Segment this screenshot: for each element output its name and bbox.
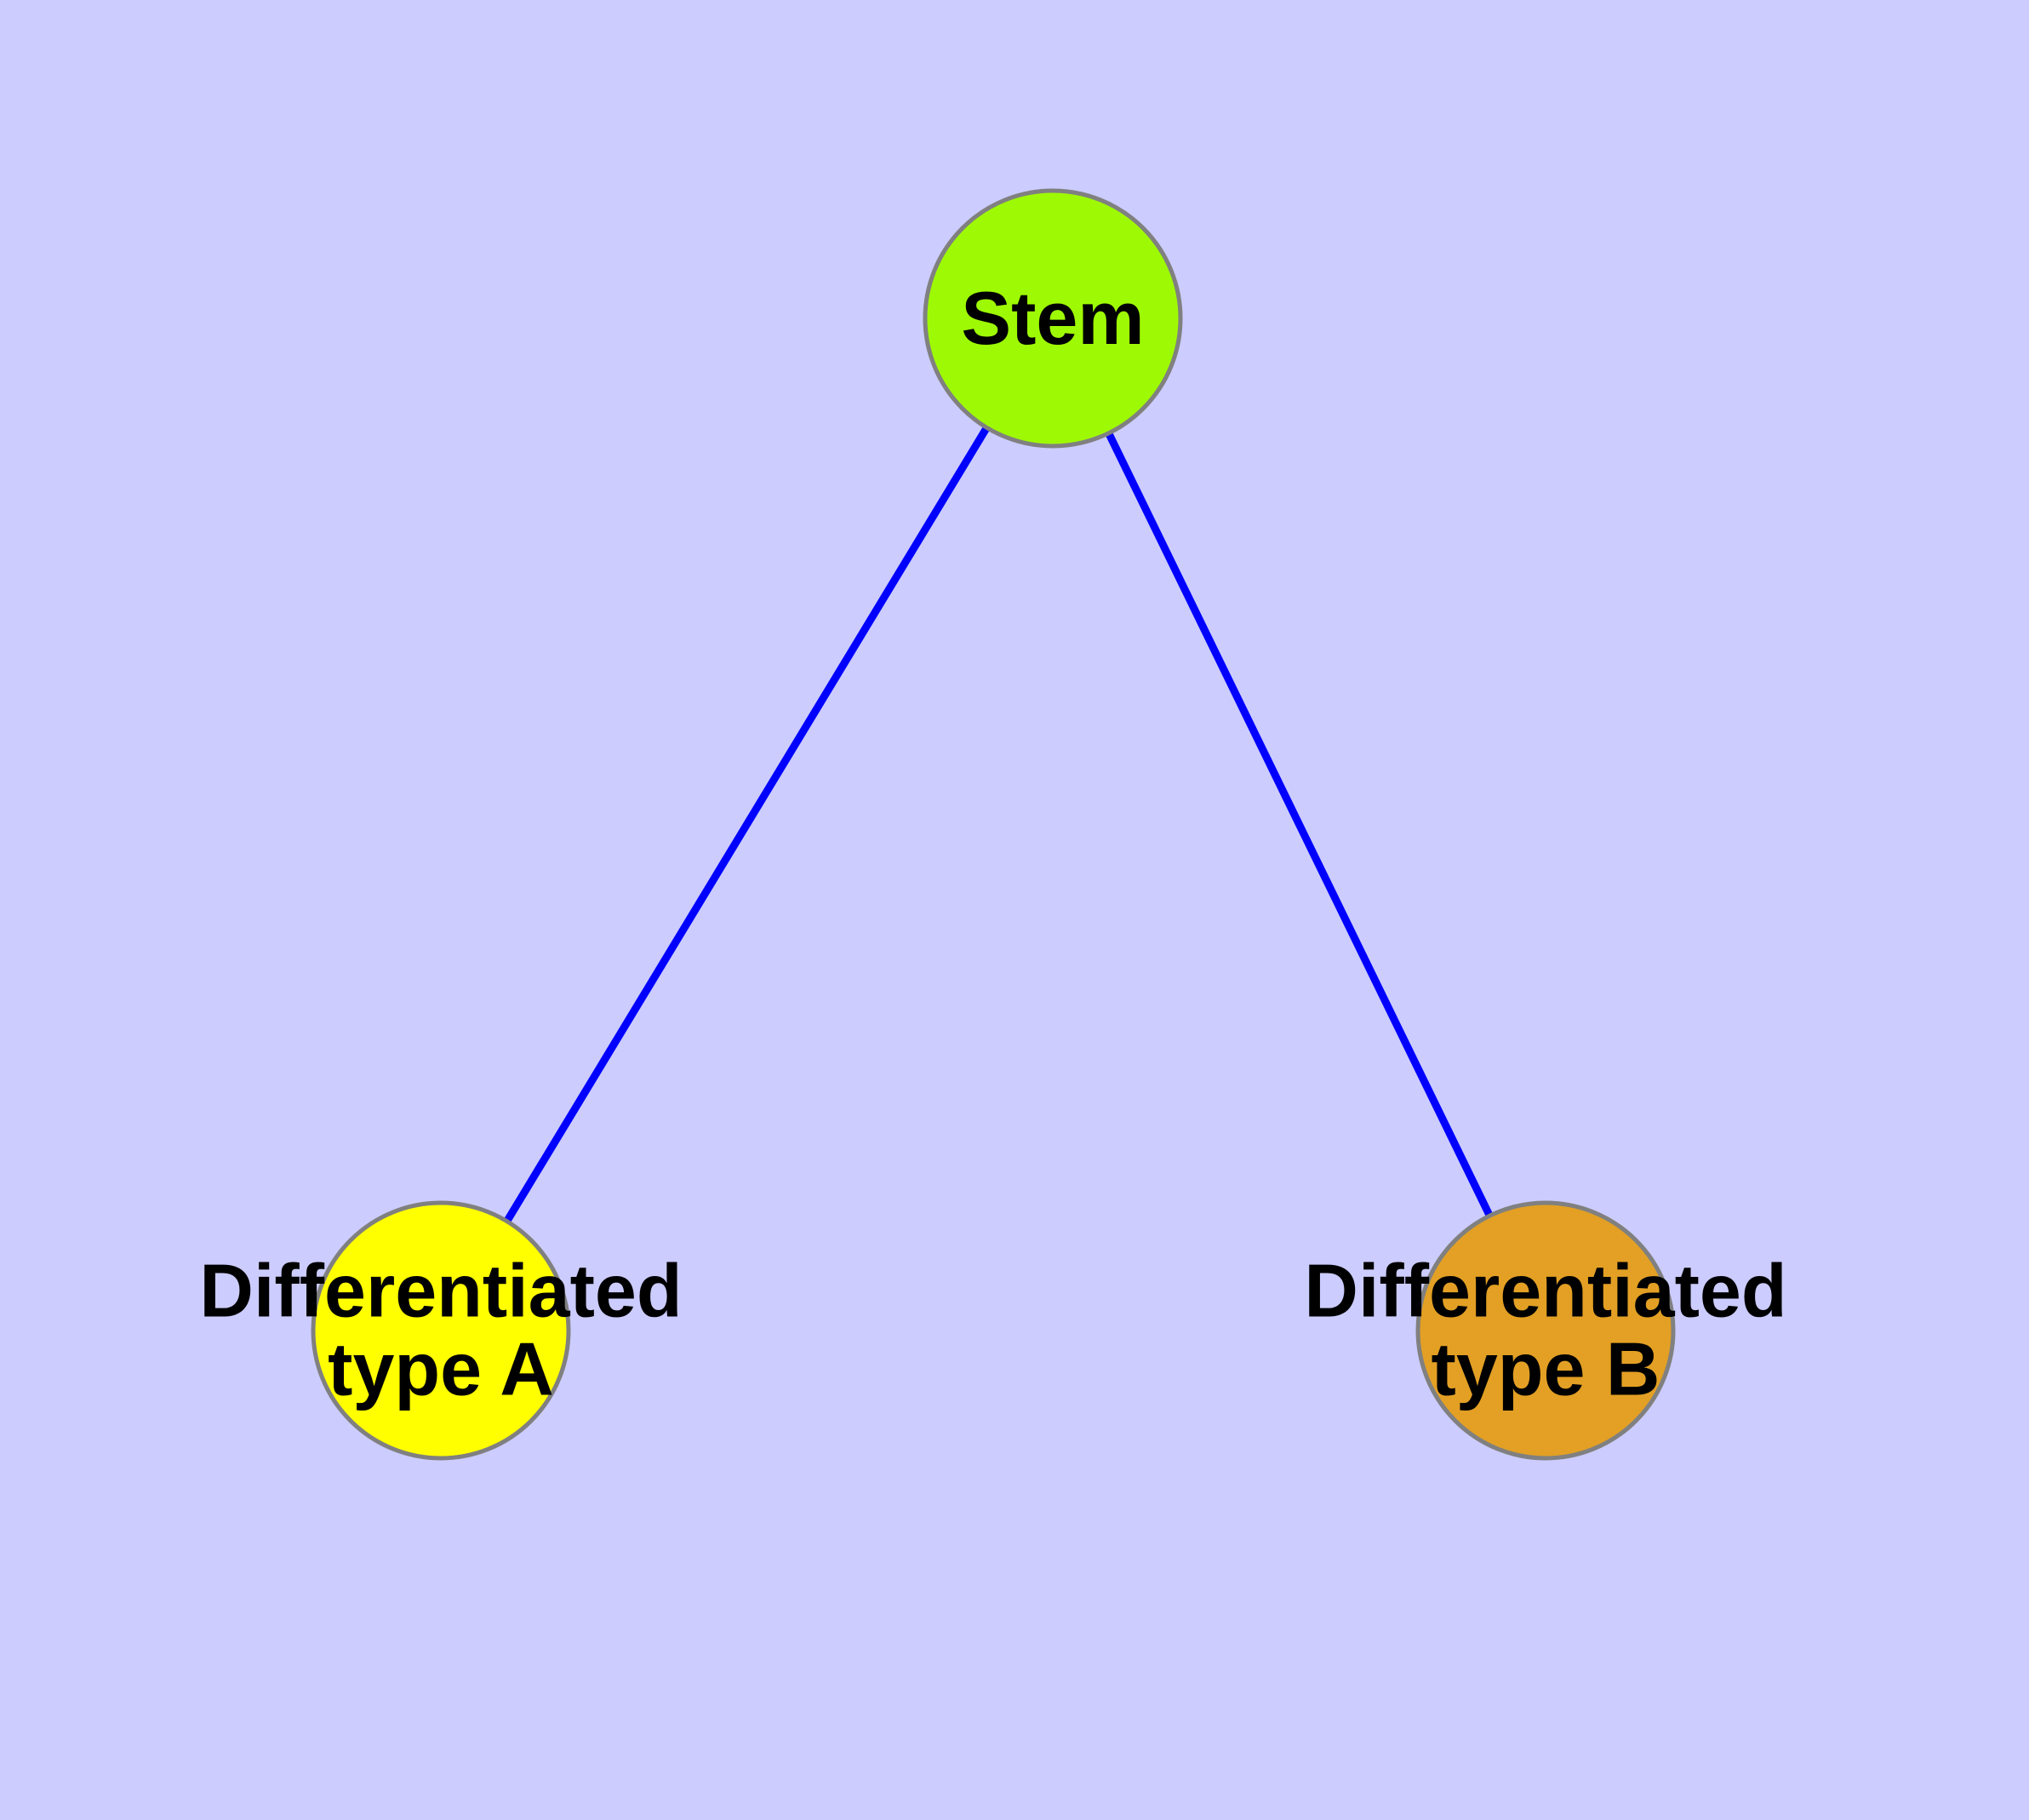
edge-stem-diff-a[interactable] bbox=[437, 316, 1056, 1333]
node-circle-stem[interactable] bbox=[923, 188, 1183, 449]
node-circle-diff_a[interactable] bbox=[311, 1200, 571, 1461]
edge-stem-diff-b[interactable] bbox=[1049, 317, 1550, 1332]
edge-layer bbox=[437, 316, 1550, 1333]
node-layer bbox=[311, 188, 1676, 1461]
node-circle-diff_b[interactable] bbox=[1415, 1200, 1676, 1461]
